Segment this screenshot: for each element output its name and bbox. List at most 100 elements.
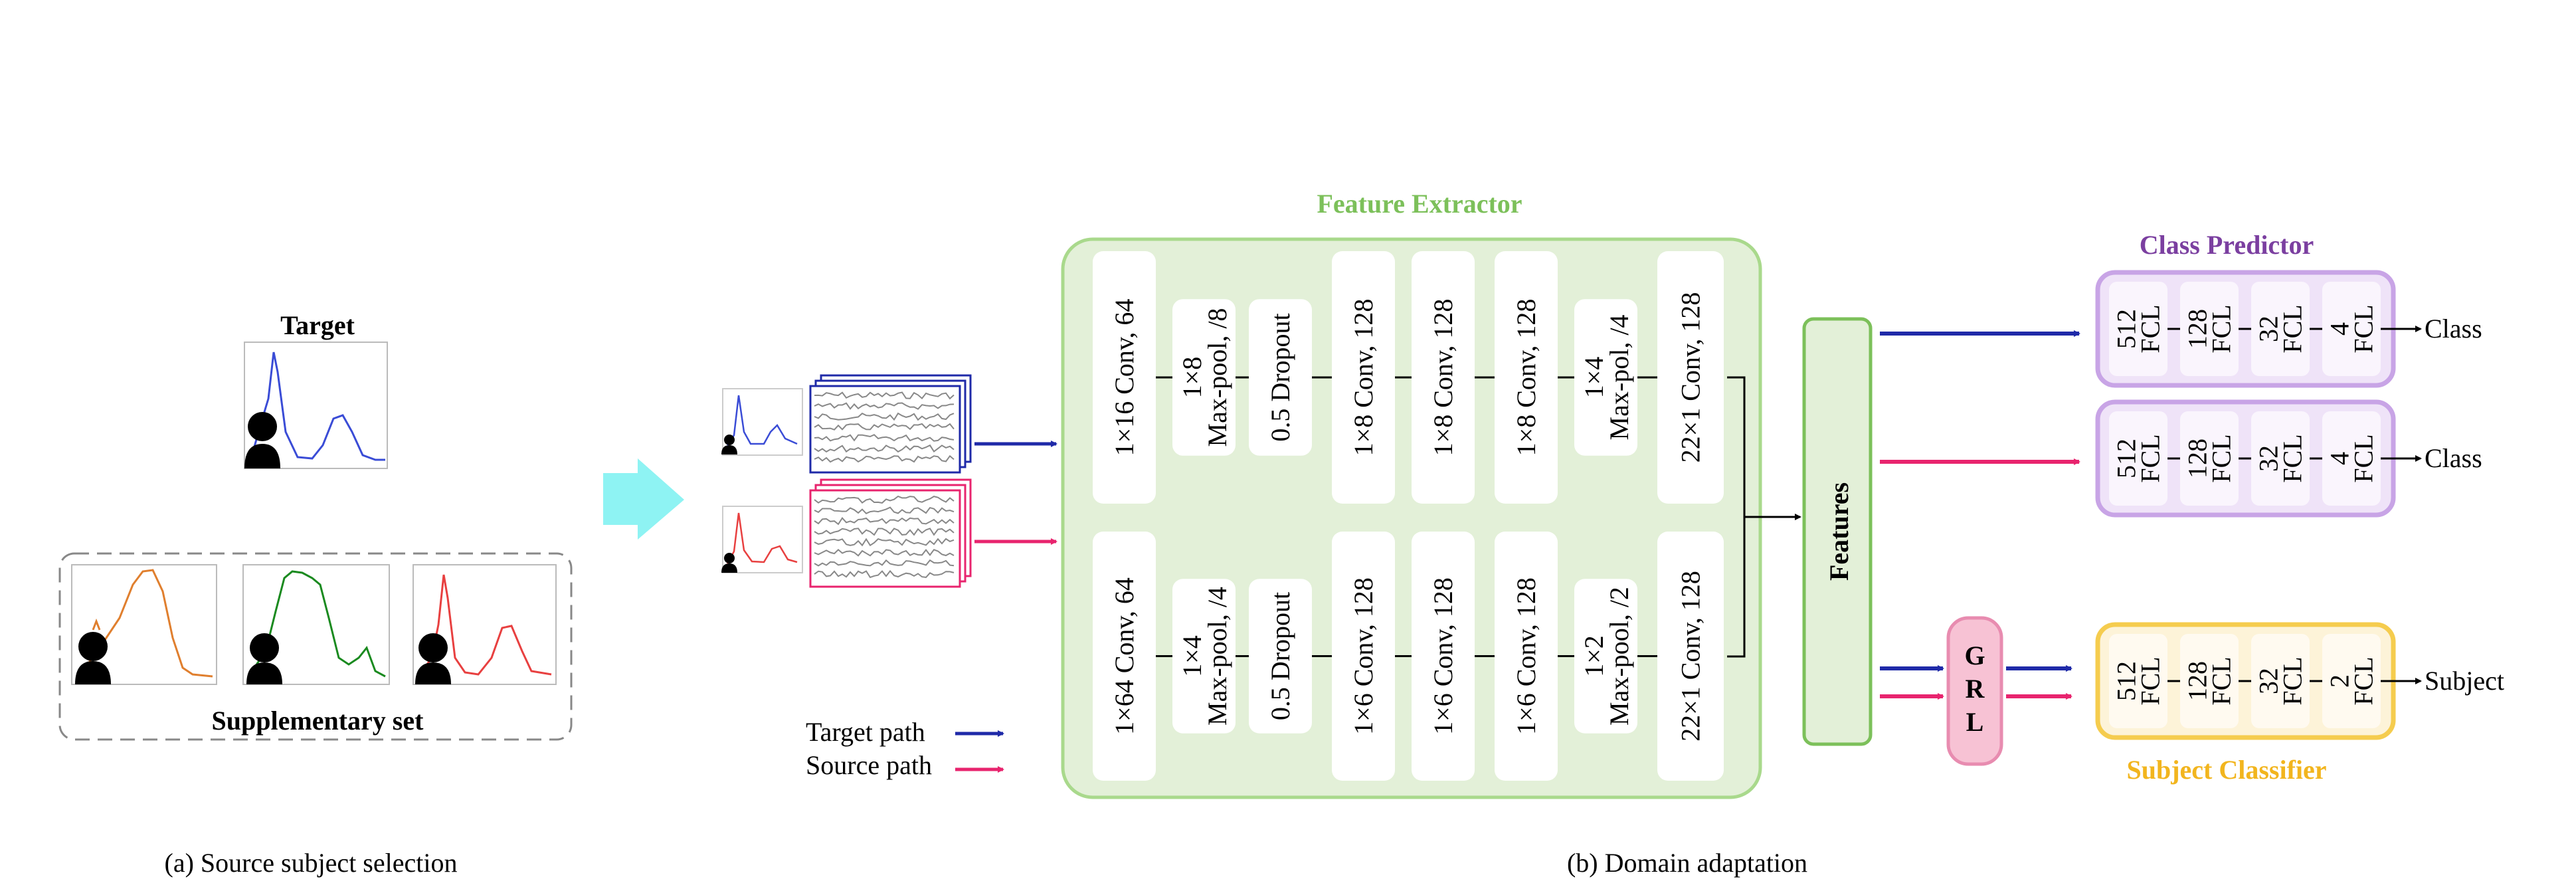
target-thumbnail: [244, 342, 388, 469]
class-predictor-target-layer-type: FCL: [2207, 304, 2237, 353]
class-predictor-source-layer-type: FCL: [2136, 434, 2165, 482]
class-predictor-target-layer-type: FCL: [2349, 304, 2379, 353]
fe-bottom-block: 1×6 Conv, 128: [1412, 532, 1475, 781]
class-predictor-source-layer-size: 32: [2254, 445, 2284, 472]
class-predictor-source-layer-size: 128: [2183, 439, 2213, 478]
panel-b: Target path Source path Feature Extracto…: [721, 189, 2504, 878]
legend-target-path: Target path: [806, 717, 925, 747]
fe-top-block: 22×1 Conv, 128: [1657, 251, 1724, 504]
class-predictor-title: Class Predictor: [2140, 230, 2314, 260]
fe-bottom-block-label: 1×2: [1579, 635, 1609, 677]
class-predictor-source-layer-size: 4: [2325, 452, 2355, 465]
subject-classifier-layer-type: FCL: [2136, 656, 2165, 705]
fe-top-block-label: 1×8 Conv, 128: [1511, 299, 1541, 456]
panel-a-caption: (a) Source subject selection: [165, 848, 458, 878]
subject-classifier-layer-size: 32: [2254, 668, 2284, 694]
supplementary-thumbnail-2: [242, 564, 390, 685]
fe-top-block-label: Max-pool, /8: [1202, 308, 1232, 447]
fe-bottom-block-label: 22×1 Conv, 128: [1676, 571, 1706, 742]
fe-top-block: 1×8 Conv, 128: [1495, 251, 1558, 504]
subject-classifier-layer-type: FCL: [2349, 656, 2379, 705]
fe-bottom-block-label: Max-pool, /2: [1604, 587, 1634, 726]
fe-top-block-label: 1×16 Conv, 64: [1109, 299, 1139, 456]
grl-letter-r: R: [1966, 674, 1985, 704]
grl-letter-g: G: [1964, 641, 1985, 670]
fe-top-block-label: 1×8 Conv, 128: [1428, 299, 1458, 456]
fe-top-block-label: 22×1 Conv, 128: [1676, 292, 1706, 463]
subject-classifier-title: Subject Classifier: [2126, 755, 2326, 785]
subject-classifier-layer-type: FCL: [2278, 656, 2308, 705]
supplementary-set-label: Supplementary set: [212, 706, 424, 736]
fe-bottom-block: 1×64 Conv, 64: [1093, 532, 1156, 781]
fe-bottom-block-label: 1×64 Conv, 64: [1109, 577, 1139, 735]
class-predictor-target-layer-type: FCL: [2136, 304, 2165, 353]
grl-letter-l: L: [1966, 707, 1984, 737]
class-predictor-source-layer-type: FCL: [2349, 434, 2379, 482]
person-icon: [244, 412, 280, 468]
person-icon: [415, 633, 451, 684]
fe-bottom-block: 0.5 Dropout: [1249, 579, 1312, 734]
transition-arrow: [603, 458, 684, 540]
class-predictor-target-layer-size: 4: [2325, 322, 2355, 336]
fe-top-block: 1×8 Conv, 128: [1412, 251, 1475, 504]
merge-line-bottom: [1727, 517, 1746, 658]
fe-bottom-block-label: 1×6 Conv, 128: [1511, 577, 1541, 735]
supplementary-thumbnail-3: [413, 564, 557, 685]
class-predictor-source-layer-size: 512: [2112, 439, 2142, 478]
fe-bottom-block-label: Max-pool, /4: [1202, 587, 1232, 726]
source-input: [721, 478, 972, 588]
target-input: [721, 374, 972, 474]
class-predictor-target-layer-size: 128: [2183, 309, 2213, 349]
class-predictor-target-layer-type: FCL: [2278, 304, 2308, 353]
fe-top-block: 0.5 Dropout: [1249, 299, 1312, 456]
class-predictor-target-layer-size: 32: [2254, 316, 2284, 342]
fe-top-block-label: 1×4: [1579, 357, 1609, 399]
subject-classifier-layer-type: FCL: [2207, 656, 2237, 705]
supplementary-set-box: [58, 552, 573, 741]
panel-a: Target: [58, 310, 573, 878]
subject-classifier-layer-size: 512: [2112, 661, 2142, 701]
fe-bottom-block: 1×6 Conv, 128: [1495, 532, 1558, 781]
fe-bottom-block-label: 1×6 Conv, 128: [1348, 577, 1378, 735]
class-predictor-source-layer-type: FCL: [2278, 434, 2308, 482]
fe-bottom-block-label: 0.5 Dropout: [1265, 592, 1295, 720]
features-box: [1802, 317, 1873, 746]
legend-source-path: Source path: [806, 750, 932, 780]
green-signal-trace: [250, 570, 386, 678]
fe-bottom-block-label: 1×4: [1177, 635, 1207, 677]
subject-classifier-layer-size: 128: [2183, 661, 2213, 701]
target-eeg-stack: [809, 374, 972, 474]
fe-bottom-block: 1×6 Conv, 128: [1332, 532, 1395, 781]
grl-box: [1946, 616, 2003, 766]
target-label: Target: [280, 310, 355, 340]
class-predictor-target-layer-size: 512: [2112, 309, 2142, 349]
path-legend: Target path Source path: [806, 717, 1004, 780]
class-predictor-source-output-label: Class: [2425, 443, 2482, 473]
fe-top-block: 1×8 Conv, 128: [1332, 251, 1395, 504]
fe-top-block-label: 1×8: [1177, 357, 1207, 399]
red-signal-trace: [418, 574, 552, 676]
fe-top-block-label: Max-pol, /4: [1604, 315, 1634, 441]
class-predictor-target-output-label: Class: [2425, 314, 2482, 344]
fe-top-block-label: 0.5 Dropout: [1265, 313, 1295, 441]
subject-classifier-layer-size: 2: [2325, 674, 2355, 688]
supplementary-thumbnail-1: [71, 564, 217, 685]
